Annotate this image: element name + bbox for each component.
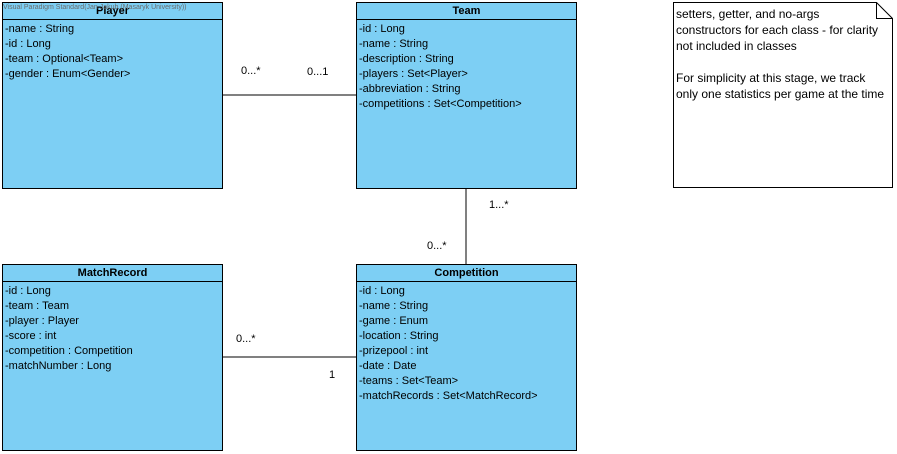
attribute: -id : Long <box>359 285 405 297</box>
multiplicity-team-competition-team-end: 1...* <box>489 199 509 211</box>
attribute: -id : Long <box>5 285 51 297</box>
attribute: -name : String <box>359 38 429 50</box>
class-competition-header: Competition <box>357 265 576 282</box>
multiplicity-team-competition-competition-end: 0...* <box>427 240 447 252</box>
attribute: -competition : Competition <box>5 345 133 357</box>
attribute: -score : int <box>5 330 57 342</box>
class-team-title: Team <box>452 5 481 17</box>
note-text: setters, getter, and no-args constructor… <box>676 7 885 101</box>
attribute: -abbreviation : String <box>359 83 461 95</box>
multiplicity-player-end: 0...* <box>241 65 261 77</box>
attribute: -id : Long <box>359 23 405 35</box>
multiplicity-competition-end: 1 <box>329 369 336 381</box>
attribute: -gender : Enum<Gender> <box>5 68 131 80</box>
attribute: -prizepool : int <box>359 345 429 357</box>
class-player[interactable]: Visual Paradigm Standard(Jan Jakub (Masa… <box>2 2 223 189</box>
class-competition-title: Competition <box>434 267 499 279</box>
attribute: -location : String <box>359 330 439 342</box>
class-matchrecord-attributes: -id : Long -team : Team -player : Player… <box>3 282 222 374</box>
attribute: -game : Enum <box>359 315 429 327</box>
class-competition-attributes: -id : Long -name : String -game : Enum -… <box>357 282 576 404</box>
class-team-header: Team <box>357 3 576 20</box>
multiplicity-team-end: 0...1 <box>307 66 329 78</box>
attribute: -name : String <box>359 300 429 312</box>
class-player-title: Player <box>95 5 130 17</box>
class-matchrecord-title: MatchRecord <box>77 267 148 279</box>
attribute: -team : Team <box>5 300 69 312</box>
class-matchrecord-header: MatchRecord <box>3 265 222 282</box>
attribute: -players : Set<Player> <box>359 68 468 80</box>
attribute: -teams : Set<Team> <box>359 375 459 387</box>
attribute: -competitions : Set<Competition> <box>359 98 522 110</box>
attribute: -name : String <box>5 23 75 35</box>
attribute: -id : Long <box>5 38 51 50</box>
class-competition[interactable]: Competition -id : Long -name : String -g… <box>356 264 577 451</box>
class-player-attributes: -name : String -id : Long -team : Option… <box>3 20 222 82</box>
attribute: -date : Date <box>359 360 417 372</box>
attribute: -description : String <box>359 53 454 65</box>
diagram-note[interactable]: setters, getter, and no-args constructor… <box>673 2 893 188</box>
attribute: -player : Player <box>5 315 79 327</box>
attribute: -team : Optional<Team> <box>5 53 124 65</box>
class-matchrecord[interactable]: MatchRecord -id : Long -team : Team -pla… <box>2 264 223 451</box>
attribute: -matchRecords : Set<MatchRecord> <box>359 390 538 402</box>
class-player-header: Visual Paradigm Standard(Jan Jakub (Masa… <box>3 3 222 20</box>
class-team-attributes: -id : Long -name : String -description :… <box>357 20 576 112</box>
watermark: Visual Paradigm Standard(Jan Jakub (Masa… <box>3 4 187 11</box>
attribute: -matchNumber : Long <box>5 360 112 372</box>
note-shape <box>673 2 893 188</box>
multiplicity-matchrecord-end: 0...* <box>236 333 256 345</box>
class-team[interactable]: Team -id : Long -name : String -descript… <box>356 2 577 189</box>
